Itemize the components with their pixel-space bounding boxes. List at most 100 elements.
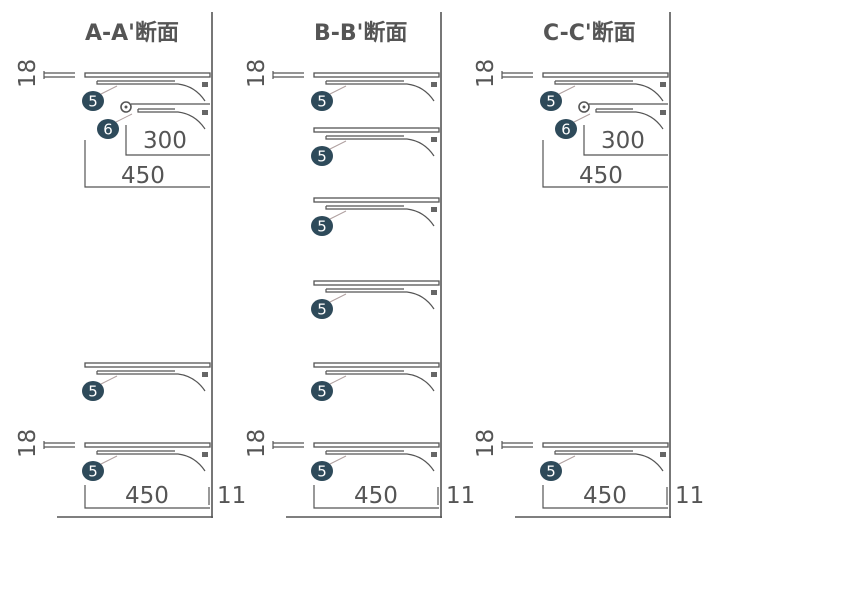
rod-end-icon xyxy=(578,101,590,113)
shelf: 5 xyxy=(82,442,211,481)
shelf-board xyxy=(313,127,440,133)
bracket xyxy=(325,289,435,310)
screw-icon xyxy=(431,207,437,212)
shelf: 5 xyxy=(311,442,440,481)
part-number: 5 xyxy=(317,93,327,111)
shelf-board xyxy=(313,197,440,203)
dimension-line xyxy=(583,125,668,156)
shelf-board xyxy=(313,362,440,368)
shelf-board xyxy=(84,362,211,368)
leader-line xyxy=(98,375,118,386)
screw-icon xyxy=(660,452,666,457)
part-badge xyxy=(82,91,104,111)
dimension-label: 450 xyxy=(125,483,169,509)
part-badge xyxy=(540,91,562,111)
bracket xyxy=(325,81,435,102)
bracket xyxy=(96,451,206,472)
shelf: 5 xyxy=(311,197,440,236)
section-1: B-B'断面 5 5 5 5 5 5 18 18 450 11 xyxy=(244,12,475,518)
part-number: 5 xyxy=(546,93,556,111)
thickness-label: 18 xyxy=(15,59,41,88)
part-number: 5 xyxy=(317,463,327,481)
part-number: 5 xyxy=(88,463,98,481)
bracket xyxy=(325,206,435,227)
dimension-line xyxy=(84,485,210,509)
part-badge xyxy=(82,461,104,481)
shelf: 6 xyxy=(555,101,668,139)
screw-icon xyxy=(660,82,666,87)
dimension-line xyxy=(313,485,439,509)
screw-icon xyxy=(431,452,437,457)
part-badge xyxy=(311,299,333,319)
part-number: 6 xyxy=(561,121,571,139)
bracket xyxy=(325,371,435,392)
leader-line xyxy=(556,455,576,466)
screw-icon xyxy=(431,372,437,377)
leader-line xyxy=(113,113,133,124)
dimension-line xyxy=(542,485,668,509)
shelf: 5 xyxy=(82,72,211,111)
screw-icon xyxy=(431,137,437,142)
shelf-board xyxy=(313,72,440,78)
shelf: 5 xyxy=(82,362,211,401)
thickness-label: 18 xyxy=(244,59,270,88)
leader-line xyxy=(556,85,576,96)
shelf-board xyxy=(313,280,440,286)
dimension-line xyxy=(542,140,668,188)
shelf: 5 xyxy=(311,280,440,319)
thickness-label: 18 xyxy=(244,429,270,458)
part-badge xyxy=(540,461,562,481)
leader-line xyxy=(327,85,347,96)
part-number: 5 xyxy=(88,93,98,111)
bracket xyxy=(595,109,664,130)
part-number: 5 xyxy=(88,383,98,401)
rod-center xyxy=(582,105,586,109)
shelf-board xyxy=(84,72,211,78)
bracket xyxy=(96,371,206,392)
dimension-label: 450 xyxy=(583,483,627,509)
leader-line xyxy=(98,85,118,96)
leader-line xyxy=(327,140,347,151)
rod-center xyxy=(124,105,128,109)
dimension-line xyxy=(84,140,210,188)
shelf-board xyxy=(542,72,669,78)
dimension-line xyxy=(125,125,210,156)
thickness-label: 18 xyxy=(473,59,499,88)
part-badge xyxy=(82,381,104,401)
thickness-label: 18 xyxy=(473,429,499,458)
shelf: 6 xyxy=(97,101,210,139)
leader-line xyxy=(327,293,347,304)
screw-icon xyxy=(431,82,437,87)
screw-icon xyxy=(202,82,208,87)
dimension-label: 450 xyxy=(121,163,165,189)
bracket xyxy=(554,451,664,472)
screw-icon xyxy=(202,110,208,115)
screw-icon xyxy=(202,452,208,457)
leader-line xyxy=(327,375,347,386)
part-badge xyxy=(311,146,333,166)
gap-label: 11 xyxy=(217,483,246,509)
part-number: 5 xyxy=(546,463,556,481)
section-title: B-B'断面 xyxy=(314,20,407,46)
gap-label: 11 xyxy=(446,483,475,509)
thickness-label: 18 xyxy=(15,429,41,458)
bracket xyxy=(554,81,664,102)
dimension-label: 450 xyxy=(579,163,623,189)
part-badge xyxy=(311,216,333,236)
shelf: 5 xyxy=(311,362,440,401)
part-badge xyxy=(311,91,333,111)
part-number: 5 xyxy=(317,148,327,166)
part-number: 5 xyxy=(317,301,327,319)
part-badge xyxy=(311,461,333,481)
leader-line xyxy=(327,210,347,221)
part-badge xyxy=(555,119,577,139)
shelf-board xyxy=(542,442,669,448)
shelf: 5 xyxy=(311,72,440,111)
part-number: 5 xyxy=(317,383,327,401)
dimension-label: 300 xyxy=(601,128,645,154)
dimension-label: 450 xyxy=(354,483,398,509)
shelf-board xyxy=(84,442,211,448)
shelf: 5 xyxy=(311,127,440,166)
